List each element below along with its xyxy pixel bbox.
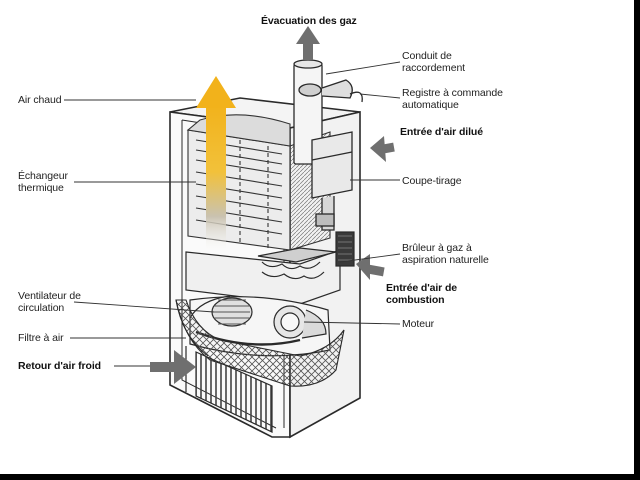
dilution-air-arrow: [370, 136, 395, 162]
label-air-chaud: Air chaud: [18, 94, 61, 106]
label-retour-air-froid: Retour d'air froid: [18, 360, 101, 372]
label-ventilateur-line2: circulation: [18, 302, 64, 314]
furnace-cutaway-illustration: [0, 0, 634, 474]
label-echangeur-line2: thermique: [18, 182, 64, 194]
label-coupe-tirage: Coupe-tirage: [402, 175, 462, 187]
label-conduit-line2: raccordement: [402, 62, 465, 74]
gas-evacuation-arrow: [296, 26, 320, 60]
label-echangeur-line1: Échangeur: [18, 170, 68, 182]
label-bruleur-line2: aspiration naturelle: [402, 254, 489, 266]
label-conduit-line1: Conduit de: [402, 50, 452, 62]
label-registre-line1: Registre à commande: [402, 87, 503, 99]
label-evacuation-gaz: Évacuation des gaz: [261, 15, 357, 27]
label-entree-air-comb-line2: combustion: [386, 294, 445, 306]
label-registre-line2: automatique: [402, 99, 459, 111]
label-entree-air-dilue: Entrée d'air dilué: [400, 126, 483, 138]
label-bruleur-line1: Brûleur à gaz à: [402, 242, 472, 254]
label-ventilateur-line1: Ventilateur de: [18, 290, 81, 302]
label-entree-air-comb-line1: Entrée d'air de: [386, 282, 457, 294]
label-filtre: Filtre à air: [18, 332, 63, 344]
label-moteur: Moteur: [402, 318, 434, 330]
